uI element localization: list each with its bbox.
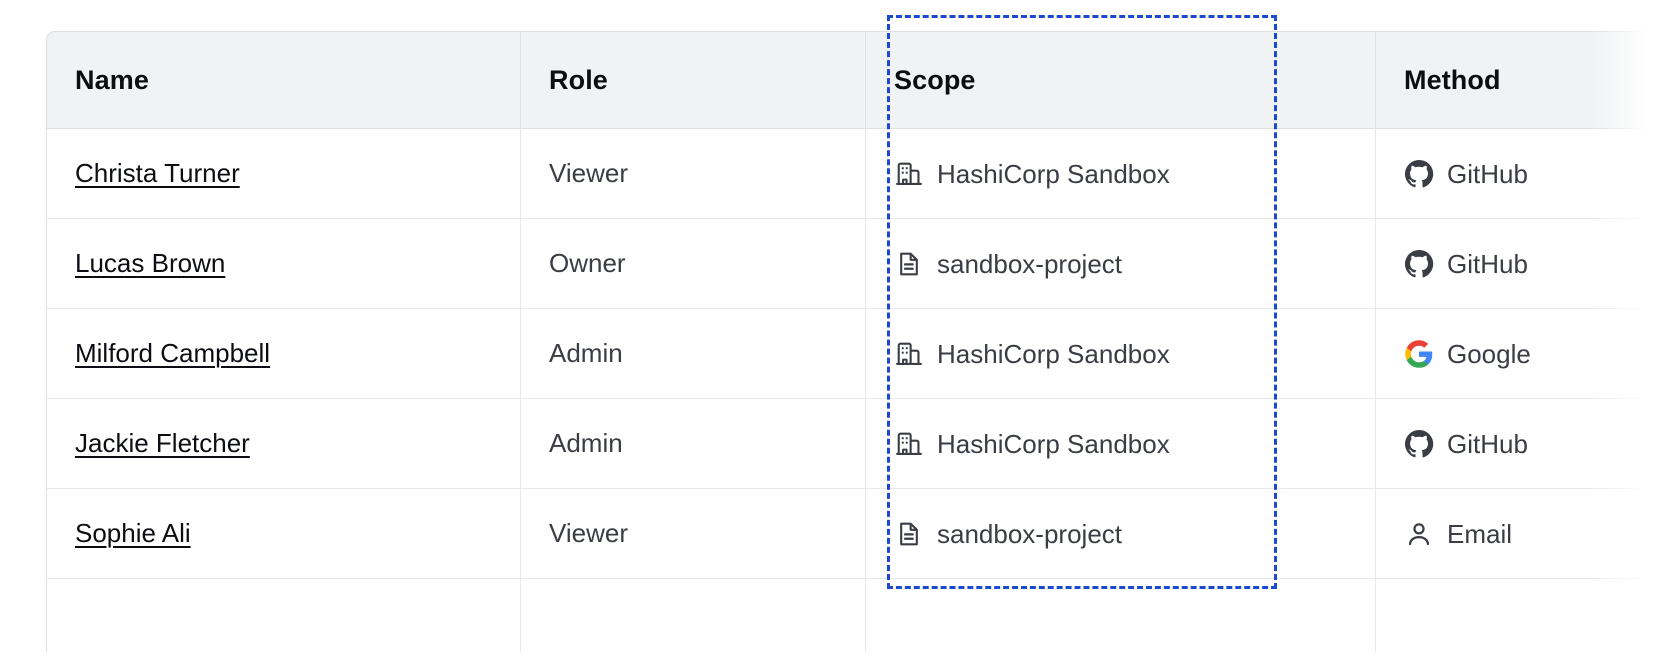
cell-scope: sandbox-project [865, 219, 1375, 309]
building-icon [894, 429, 924, 459]
method-label: Google [1447, 338, 1531, 369]
table-row[interactable]: Lucas Brown Owner sandbox-project GitHub [47, 219, 1672, 309]
cell-method: GitHub [1375, 129, 1672, 219]
member-name-link[interactable]: Christa Turner [75, 158, 240, 188]
member-name-link[interactable]: Lucas Brown [75, 248, 226, 278]
scope-label: HashiCorp Sandbox [937, 338, 1170, 369]
column-header-role[interactable]: Role [520, 32, 865, 129]
column-header-name[interactable]: Name [47, 32, 520, 129]
scope-label: sandbox-project [937, 518, 1122, 549]
method-label: Email [1447, 518, 1513, 549]
building-icon [894, 339, 924, 369]
cell-method [1375, 579, 1672, 652]
document-icon [894, 249, 924, 279]
scope-label: sandbox-project [937, 248, 1122, 279]
member-name-link[interactable]: Jackie Fletcher [75, 428, 250, 458]
column-header-method[interactable]: Method [1375, 32, 1672, 129]
member-name-link[interactable]: Sophie Ali [75, 518, 191, 548]
table-header-row: Name Role Scope Method [47, 32, 1672, 129]
table-row[interactable]: Christa Turner Viewer HashiCorp Sandbox Git… [47, 129, 1672, 219]
document-icon [894, 519, 924, 549]
cell-scope [865, 579, 1375, 652]
column-header-scope[interactable]: Scope [865, 32, 1375, 129]
cell-scope: sandbox-project [865, 489, 1375, 579]
cell-method: GitHub [1375, 219, 1672, 309]
cell-name: Jackie Fletcher [47, 399, 520, 489]
table-row[interactable]: Sophie Ali Viewer sandbox-project Email [47, 489, 1672, 579]
github-icon [1404, 249, 1434, 279]
cell-method: GitHub [1375, 399, 1672, 489]
cell-name: Milford Campbell [47, 309, 520, 399]
cell-role: Admin [520, 399, 865, 489]
cell-method: Google [1375, 309, 1672, 399]
github-icon [1404, 429, 1434, 459]
cell-scope: HashiCorp Sandbox [865, 309, 1375, 399]
cell-name: Sophie Ali [47, 489, 520, 579]
scope-label: HashiCorp Sandbox [937, 158, 1170, 189]
method-label: GitHub [1447, 428, 1528, 459]
person-icon [1404, 519, 1434, 549]
table-row[interactable]: Jackie Fletcher Admin HashiCorp Sandbox Git… [47, 399, 1672, 489]
cell-name [47, 579, 520, 652]
method-label: GitHub [1447, 248, 1528, 279]
cell-role [520, 579, 865, 652]
cell-role: Viewer [520, 489, 865, 579]
cell-name: Christa Turner [47, 129, 520, 219]
cell-role: Viewer [520, 129, 865, 219]
table-row[interactable]: Milford Campbell Admin HashiCorp Sandbox Go… [47, 309, 1672, 399]
github-icon [1404, 159, 1434, 189]
cell-method: Email [1375, 489, 1672, 579]
cell-role: Owner [520, 219, 865, 309]
cell-name: Lucas Brown [47, 219, 520, 309]
cell-scope: HashiCorp Sandbox [865, 129, 1375, 219]
method-label: GitHub [1447, 158, 1528, 189]
table-header: Name Role Scope Method [47, 32, 1672, 129]
scope-label: HashiCorp Sandbox [937, 428, 1170, 459]
cell-scope: HashiCorp Sandbox [865, 399, 1375, 489]
building-icon [894, 159, 924, 189]
table-row[interactable] [47, 579, 1672, 652]
member-name-link[interactable]: Milford Campbell [75, 338, 271, 368]
google-icon [1404, 339, 1434, 369]
cell-role: Admin [520, 309, 865, 399]
